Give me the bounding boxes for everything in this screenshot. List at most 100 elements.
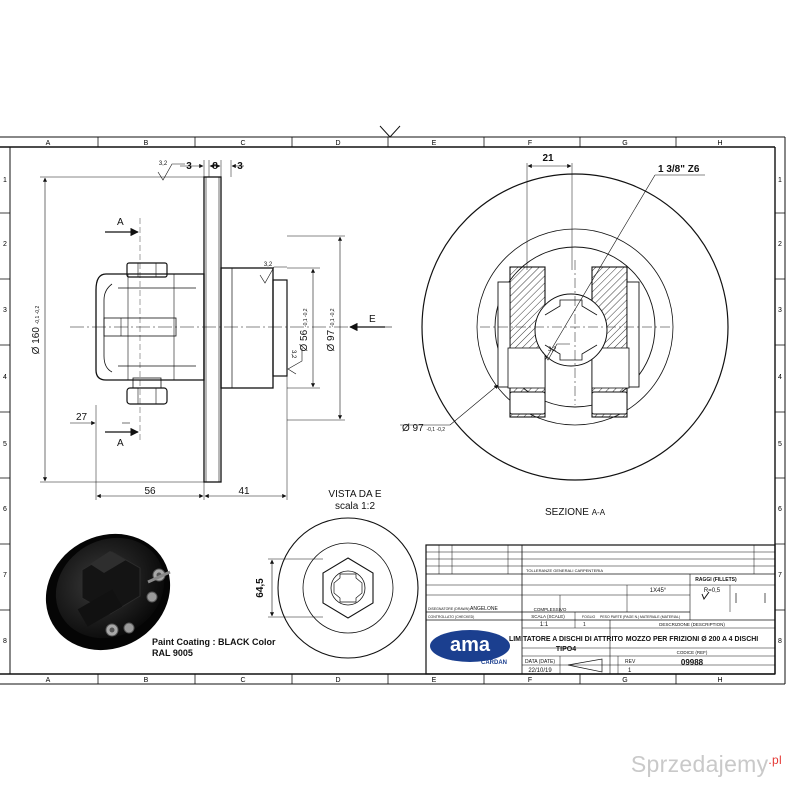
title-block [425,544,776,675]
dim-offset: 27 [76,412,88,423]
grid-col-label: D [335,140,340,147]
material-label: MATERIALE (MATERIAL) [640,615,680,619]
designer-label: DISEGNATORE (DRAWN) [428,607,470,611]
watermark-suffix: .pl [768,753,782,767]
grid-row-label: 4 [3,374,7,381]
assembly-label: COMPLESSIVO [534,607,567,612]
dim-top-right: 3 [237,161,243,172]
fillet-label: RAGGI (FILLETS) [695,577,737,583]
dim-left-width: 56 [144,486,156,497]
paint-note-line1: Paint Coating : BLACK Color [152,637,276,647]
grid-row-labels-left: 1 2 3 4 5 6 7 8 [3,177,7,645]
chamfer-value: 1X45° [650,588,667,594]
grid-col-label: A [46,140,51,147]
roughness-top: 3,2 [159,161,168,167]
grid-row-labels-right: 1 2 3 4 5 6 7 8 [778,177,782,645]
grid-col-label: F [528,140,532,147]
grid-col-label: H [717,140,722,147]
dim-top-left: 3 [186,161,192,172]
grid-col-label: E [432,677,437,684]
designer-value: ANGELONE [470,606,498,612]
roughness-section: 3,2 [548,347,557,353]
grid-row-label: 5 [778,441,782,448]
dim-hex: 64,5 [255,578,266,598]
dim-section-pilot: Ø 97 -0,1 -0,2 [402,423,445,434]
description-value: MOZZO PER FRIZIONI Ø 200 A 4 DISCHI [626,636,759,643]
dim-pilot-diameter: Ø 97 -0,1 -0,2 [326,308,337,351]
paint-note-line2: RAL 9005 [152,648,193,658]
fillet-value: R=0,5 [704,588,721,594]
grid-column-labels-top: A B C D E F G H [46,140,723,147]
sheet-label: FOGLIO [582,615,596,619]
view-e-labels: VISTA DA E scala 1:2 64,5 [255,489,382,598]
section-mark-bottom: A [117,438,124,449]
view-arrow-label: E [369,314,376,325]
grid-col-label: H [717,677,722,684]
front-view-labels: 3 8 3 3,2 3,2 3,2 A A Ø 160 -0,1 -0,2 Ø … [31,161,376,497]
roughness-pilot: 3,2 [290,350,296,359]
grid-row-label: 1 [3,177,7,184]
title-block-logo: ama CARDAN [430,630,510,666]
title-block-text: TOLLERANZE GENERALI CARPENTERIA RAGGI (F… [428,568,758,674]
grid-row-label: 7 [778,572,782,579]
sheet-frame [0,125,786,685]
description-label: DESCRIZIONE (DESCRIPTION) [659,622,725,627]
site-watermark: Sprzedajemy.pl [631,751,782,778]
roughness-hub: 3,2 [264,262,273,268]
dim-right-width: 41 [238,486,250,497]
grid-row-label: 1 [778,177,782,184]
logo-main: ama [450,634,491,656]
scale-label: SCALA (SCALE) [531,614,565,619]
drawing-title-line1: LIMITATORE A DISCHI DI ATTRITO [509,636,624,643]
grid-col-label: E [432,140,437,147]
scale-value: 1:1 [540,622,549,628]
code-value: 09988 [681,658,704,667]
code-label: CODICE (REF) [677,650,708,655]
watermark-text: Sprzedajemy [630,751,769,777]
view-e [268,517,419,659]
spline-spec: 1 3/8" Z6 [658,164,700,175]
grid-row-label: 3 [3,307,7,314]
grid-column-labels-bottom: A B C D E F G H [46,677,723,684]
grid-col-label: D [335,677,340,684]
sheet-value: 1 [583,622,586,628]
section-view [400,163,729,481]
grid-row-label: 3 [778,307,782,314]
dim-hub-diameter: Ø 56 -0,1 -0,2 [299,308,310,351]
grid-col-label: B [144,677,149,684]
dim-top-mid: 8 [212,161,218,172]
section-title: SEZIONE A-A [545,507,606,518]
weight-label: PESO PARTE (PAGE N.) [600,615,639,619]
grid-col-label: G [622,677,627,684]
grid-row-label: 4 [778,374,782,381]
grid-row-label: 5 [3,441,7,448]
grid-row-label: 6 [778,506,782,513]
section-mark-top: A [117,217,124,228]
grid-col-label: F [528,677,532,684]
rev-value: 1 [628,668,632,674]
grid-row-label: 8 [778,638,782,645]
drawing-title-line2: TIPO4 [556,646,576,653]
grid-row-label: 2 [778,241,782,248]
checker-label: CONTROLLATO (CHECKED) [428,615,474,619]
grid-col-label: G [622,140,627,147]
grid-row-label: 2 [3,241,7,248]
grid-row-label: 8 [3,638,7,645]
dim-outer-diameter: Ø 160 -0,1 -0,2 [31,305,42,354]
grid-col-label: A [46,677,51,684]
view-e-scale: scala 1:2 [335,501,375,512]
logo-sub: CARDAN [481,660,507,666]
grid-col-label: B [144,140,149,147]
grid-col-label: C [240,140,245,147]
dim-section-width: 21 [542,153,554,164]
view-e-title: VISTA DA E [328,489,381,500]
grid-column-ticks [0,137,785,684]
section-view-labels: 21 1 3/8" Z6 Ø 97 -0,1 -0,2 3,2 SEZIONE … [402,153,700,518]
grid-row-label: 6 [3,506,7,513]
date-label: DATA (DATE) [525,659,555,665]
rev-label: REV [625,659,636,665]
grid-row-label: 7 [3,572,7,579]
tolerances-label: TOLLERANZE GENERALI CARPENTERIA [526,568,603,573]
grid-col-label: C [240,677,245,684]
